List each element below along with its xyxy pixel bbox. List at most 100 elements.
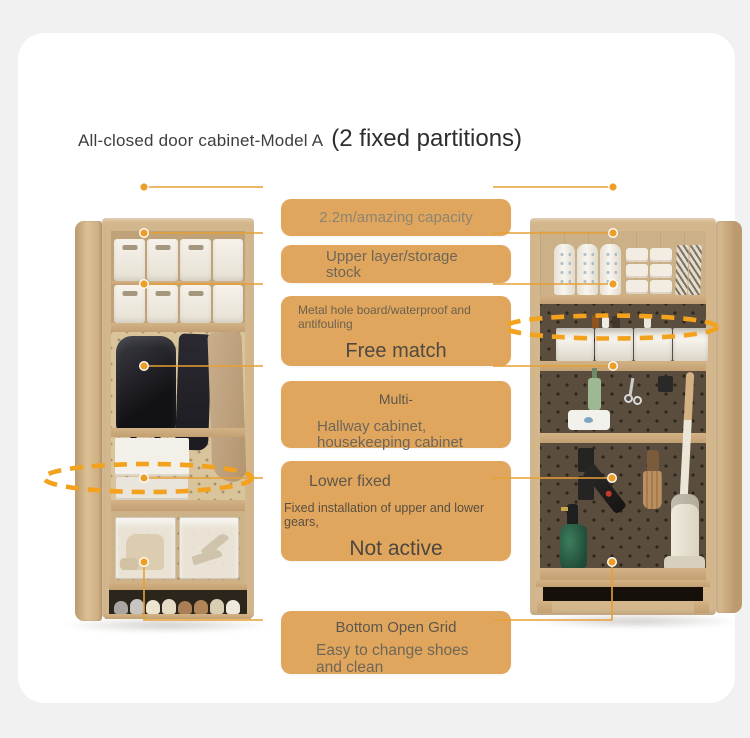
shoe: [146, 600, 160, 614]
shoe: [210, 599, 224, 614]
title-model-name: All-closed door cabinet-Model A: [78, 131, 324, 150]
storage-bin: [147, 285, 178, 323]
callout-upper-layer: Upper layer/storage stock: [281, 245, 511, 283]
content-card: All-closed door cabinet-Model A (2 fixed…: [18, 33, 743, 703]
shoe: [130, 599, 144, 614]
callout-bottom-grid: Bottom Open Grid Easy to change shoes an…: [281, 611, 511, 676]
wrapped-pack: [675, 244, 689, 296]
hand-brush: [647, 450, 659, 472]
white-box: [116, 477, 188, 500]
callout-multi-use: Multi- Hallway cabinet, housekeeping cab…: [281, 381, 511, 451]
bottom-open-grid: [543, 587, 703, 601]
right-cabinet-open-door: [716, 221, 742, 613]
lint-roller: [588, 368, 601, 410]
clear-shoe-box: [115, 517, 176, 579]
organizer-bin: [634, 328, 672, 361]
callout-metal-board: Metal hole board/waterproof and antifoul…: [281, 296, 511, 366]
storage-bin: [213, 239, 243, 281]
floor-board: [540, 568, 706, 580]
jar: [612, 316, 620, 328]
callout-text: gears,: [284, 515, 319, 529]
shelf: [111, 323, 245, 332]
callout-text: housekeeping cabinet: [317, 434, 463, 451]
callout-text: stock: [326, 264, 362, 281]
pegboard-panel: [540, 304, 708, 572]
storage-bin: [180, 285, 211, 323]
callout-capacity: 2.2m/amazing capacity: [281, 199, 511, 236]
organizer-bin: [673, 328, 708, 361]
bottom-open-grid: [109, 590, 247, 614]
storage-bin: [213, 285, 243, 323]
shoe: [114, 601, 128, 614]
shelf: [540, 295, 706, 304]
paper-roll: [577, 244, 598, 295]
callout-text: Upper layer/storage: [326, 248, 458, 265]
cabinet-shadow: [60, 617, 272, 633]
callout-text: Not active: [349, 537, 443, 560]
storage-bin: [114, 239, 145, 281]
bottle: [644, 315, 651, 328]
cabinet-shadow: [529, 613, 743, 629]
storage-bin: [180, 239, 211, 281]
cabinet-foot: [694, 601, 709, 613]
clear-shoe-box: [179, 517, 239, 579]
storage-bin: [147, 239, 178, 281]
tissue-pack: [650, 264, 672, 278]
shoe: [194, 600, 208, 614]
callout-text: Easy to change shoes: [316, 642, 469, 659]
callout-text: antifouling: [298, 316, 353, 331]
fixed-shelf: [111, 500, 245, 511]
shelf: [111, 281, 245, 285]
callout-text: Free match: [345, 340, 447, 362]
white-box-stack: [115, 438, 189, 500]
hanging-tool: [658, 376, 673, 392]
beige-coat: [207, 331, 247, 483]
title-suffix: (2 fixed partitions): [331, 125, 523, 152]
paper-towel-roll: [568, 410, 610, 430]
callout-text: Metal hole board/waterproof and: [298, 303, 471, 317]
callout-text: Fixed installation of upper and lower: [284, 501, 485, 515]
base-board: [105, 614, 251, 619]
shoe: [178, 601, 192, 614]
front-rail: [536, 580, 710, 587]
tissue-pack: [626, 248, 648, 262]
scissors-icon: [628, 377, 635, 396]
callout-text: Hallway cabinet,: [317, 418, 427, 435]
lower-compartment: [111, 511, 245, 582]
page-title: All-closed door cabinet-Model A (2 fixed…: [78, 125, 522, 153]
hand-brush: [643, 471, 662, 509]
wrapped-pack: [688, 244, 702, 296]
callout-text: Bottom Open Grid: [335, 619, 457, 636]
spray-bottle: [560, 524, 587, 572]
left-cabinet-open-door: [75, 221, 102, 621]
organizer-bin: [556, 328, 594, 361]
shoe: [226, 600, 240, 614]
right-cabinet-body: [530, 218, 716, 615]
paper-roll: [600, 244, 621, 295]
backpack: [116, 336, 176, 458]
boot: [120, 534, 164, 570]
left-cabinet-photo: [60, 215, 276, 647]
callout-text: Multi-: [378, 391, 414, 407]
stick-vacuum: [671, 494, 699, 560]
plinth-rail: [109, 582, 247, 590]
shoe: [162, 599, 176, 614]
callout-text: Lower fixed: [309, 473, 391, 490]
tissue-pack: [626, 264, 648, 278]
hanging-rail: [540, 433, 706, 443]
tissue-pack: [650, 280, 672, 294]
bottle: [602, 317, 609, 328]
callout-text: 2.2m/amazing capacity: [319, 209, 473, 226]
left-cabinet-body: [102, 218, 254, 619]
right-cabinet-photo: [523, 215, 749, 645]
tissue-pack: [626, 280, 648, 294]
paper-roll: [554, 244, 575, 295]
bottle: [592, 315, 599, 328]
fixed-shelf: [540, 361, 706, 371]
white-box: [115, 438, 189, 476]
callout-text: and clean: [316, 659, 384, 676]
organizer-bin: [595, 328, 633, 361]
spray-bottle: [561, 504, 578, 526]
hanging-rail: [111, 428, 245, 437]
